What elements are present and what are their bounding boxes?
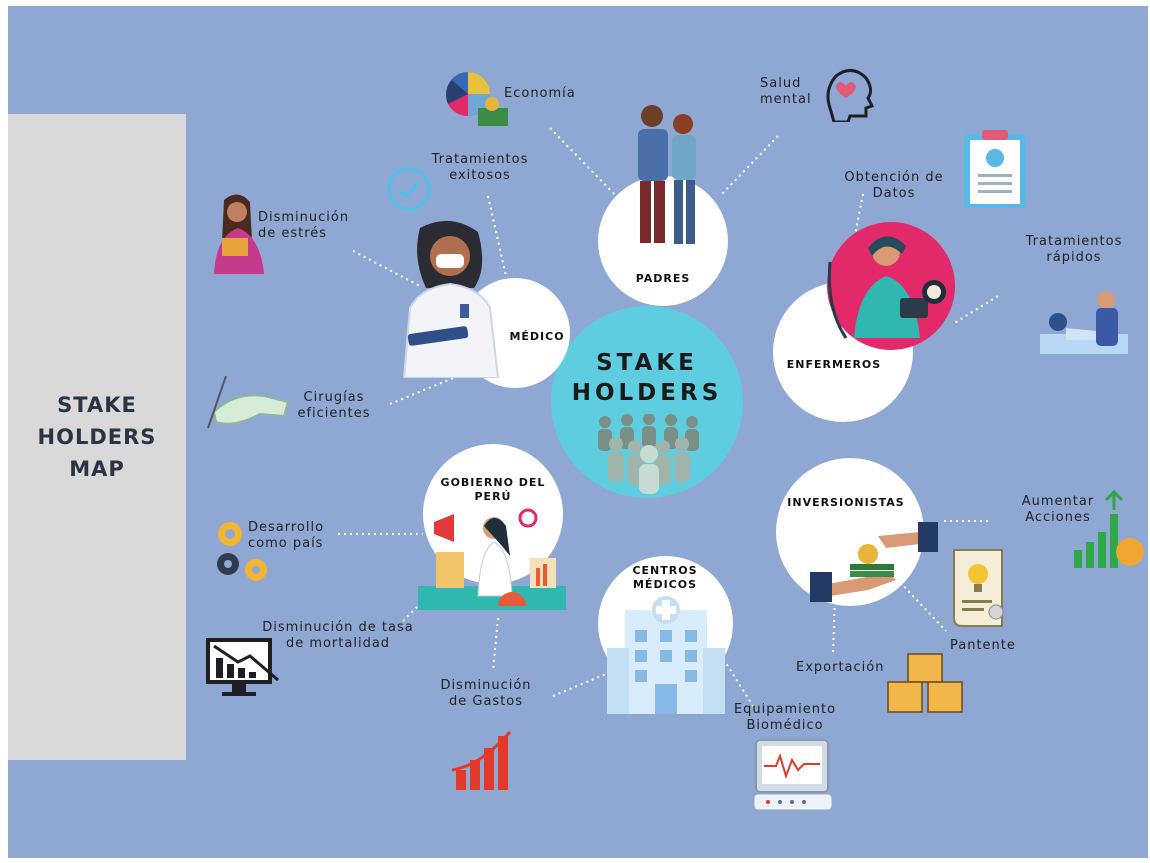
label-inversionistas: INVERSIONISTAS — [787, 496, 905, 509]
label-obtencion-datos: Obtención de Datos — [844, 170, 944, 201]
growth-bar-chart-icon — [451, 731, 512, 790]
patent-document-icon — [953, 549, 1004, 627]
surgeon-hand-icon — [207, 375, 290, 429]
stakeholders-map-canvas: STAKE HOLDERS MAP STAKE HOLDERS — [8, 6, 1148, 858]
center-hub: STAKE HOLDERS — [551, 306, 743, 498]
label-padres: PADRES — [635, 272, 691, 285]
label-exportacion: Exportación — [796, 660, 885, 675]
label-pantente: Pantente — [950, 638, 1016, 653]
mental-health-head-icon — [826, 69, 875, 122]
label-acciones: Aumentar Acciones — [1021, 494, 1095, 525]
side-title: STAKE HOLDERS MAP — [37, 393, 157, 481]
parents-icon — [638, 105, 696, 244]
label-desarrollo: Desarrollo como país — [248, 520, 325, 551]
government-icon — [418, 508, 566, 610]
center-title: STAKE HOLDERS — [571, 350, 723, 406]
doctor-icon — [402, 220, 500, 378]
biomedical-monitor-icon — [753, 739, 833, 811]
hospital-icon — [607, 596, 725, 714]
label-equipamiento: Equipamiento Biomédico — [733, 702, 837, 733]
label-gastos: Disminución de Gastos — [440, 678, 532, 709]
nurse-icon — [827, 222, 955, 350]
increase-shares-icon — [1074, 490, 1144, 568]
people-group-icon — [598, 414, 699, 494]
label-tratamientos-exitosos: Tratamientos exitosos — [431, 152, 529, 183]
gears-icon — [217, 522, 267, 581]
label-centros: CENTROS MÉDICOS — [632, 564, 698, 591]
medical-clipboard-icon — [964, 130, 1026, 208]
label-gobierno: GOBIERNO DEL PERÚ — [440, 476, 546, 503]
export-boxes-icon — [887, 653, 963, 713]
connector-lines — [338, 127, 999, 707]
label-economia: Economía — [504, 86, 576, 101]
side-panel: STAKE HOLDERS MAP — [8, 114, 186, 760]
label-cirugias: Cirugías eficientes — [297, 390, 371, 421]
label-medico: MÉDICO — [509, 330, 565, 343]
label-enfermeros: ENFERMEROS — [786, 358, 882, 371]
fast-treatment-icon — [1040, 286, 1128, 354]
check-circle-icon — [387, 167, 431, 211]
label-tratamientos-rapidos: Tratamientos rápidos — [1025, 234, 1123, 265]
relaxed-woman-reading-icon — [214, 194, 264, 274]
label-mortalidad: Disminución de tasa de mortalidad — [262, 620, 414, 651]
economy-pie-chart-icon — [446, 72, 508, 126]
label-salud-mental: Salud mental — [760, 76, 812, 107]
investment-hands-icon — [810, 522, 938, 602]
declining-chart-monitor-icon — [206, 638, 279, 696]
label-disminucion-estres: Disminución de estrés — [258, 210, 350, 241]
